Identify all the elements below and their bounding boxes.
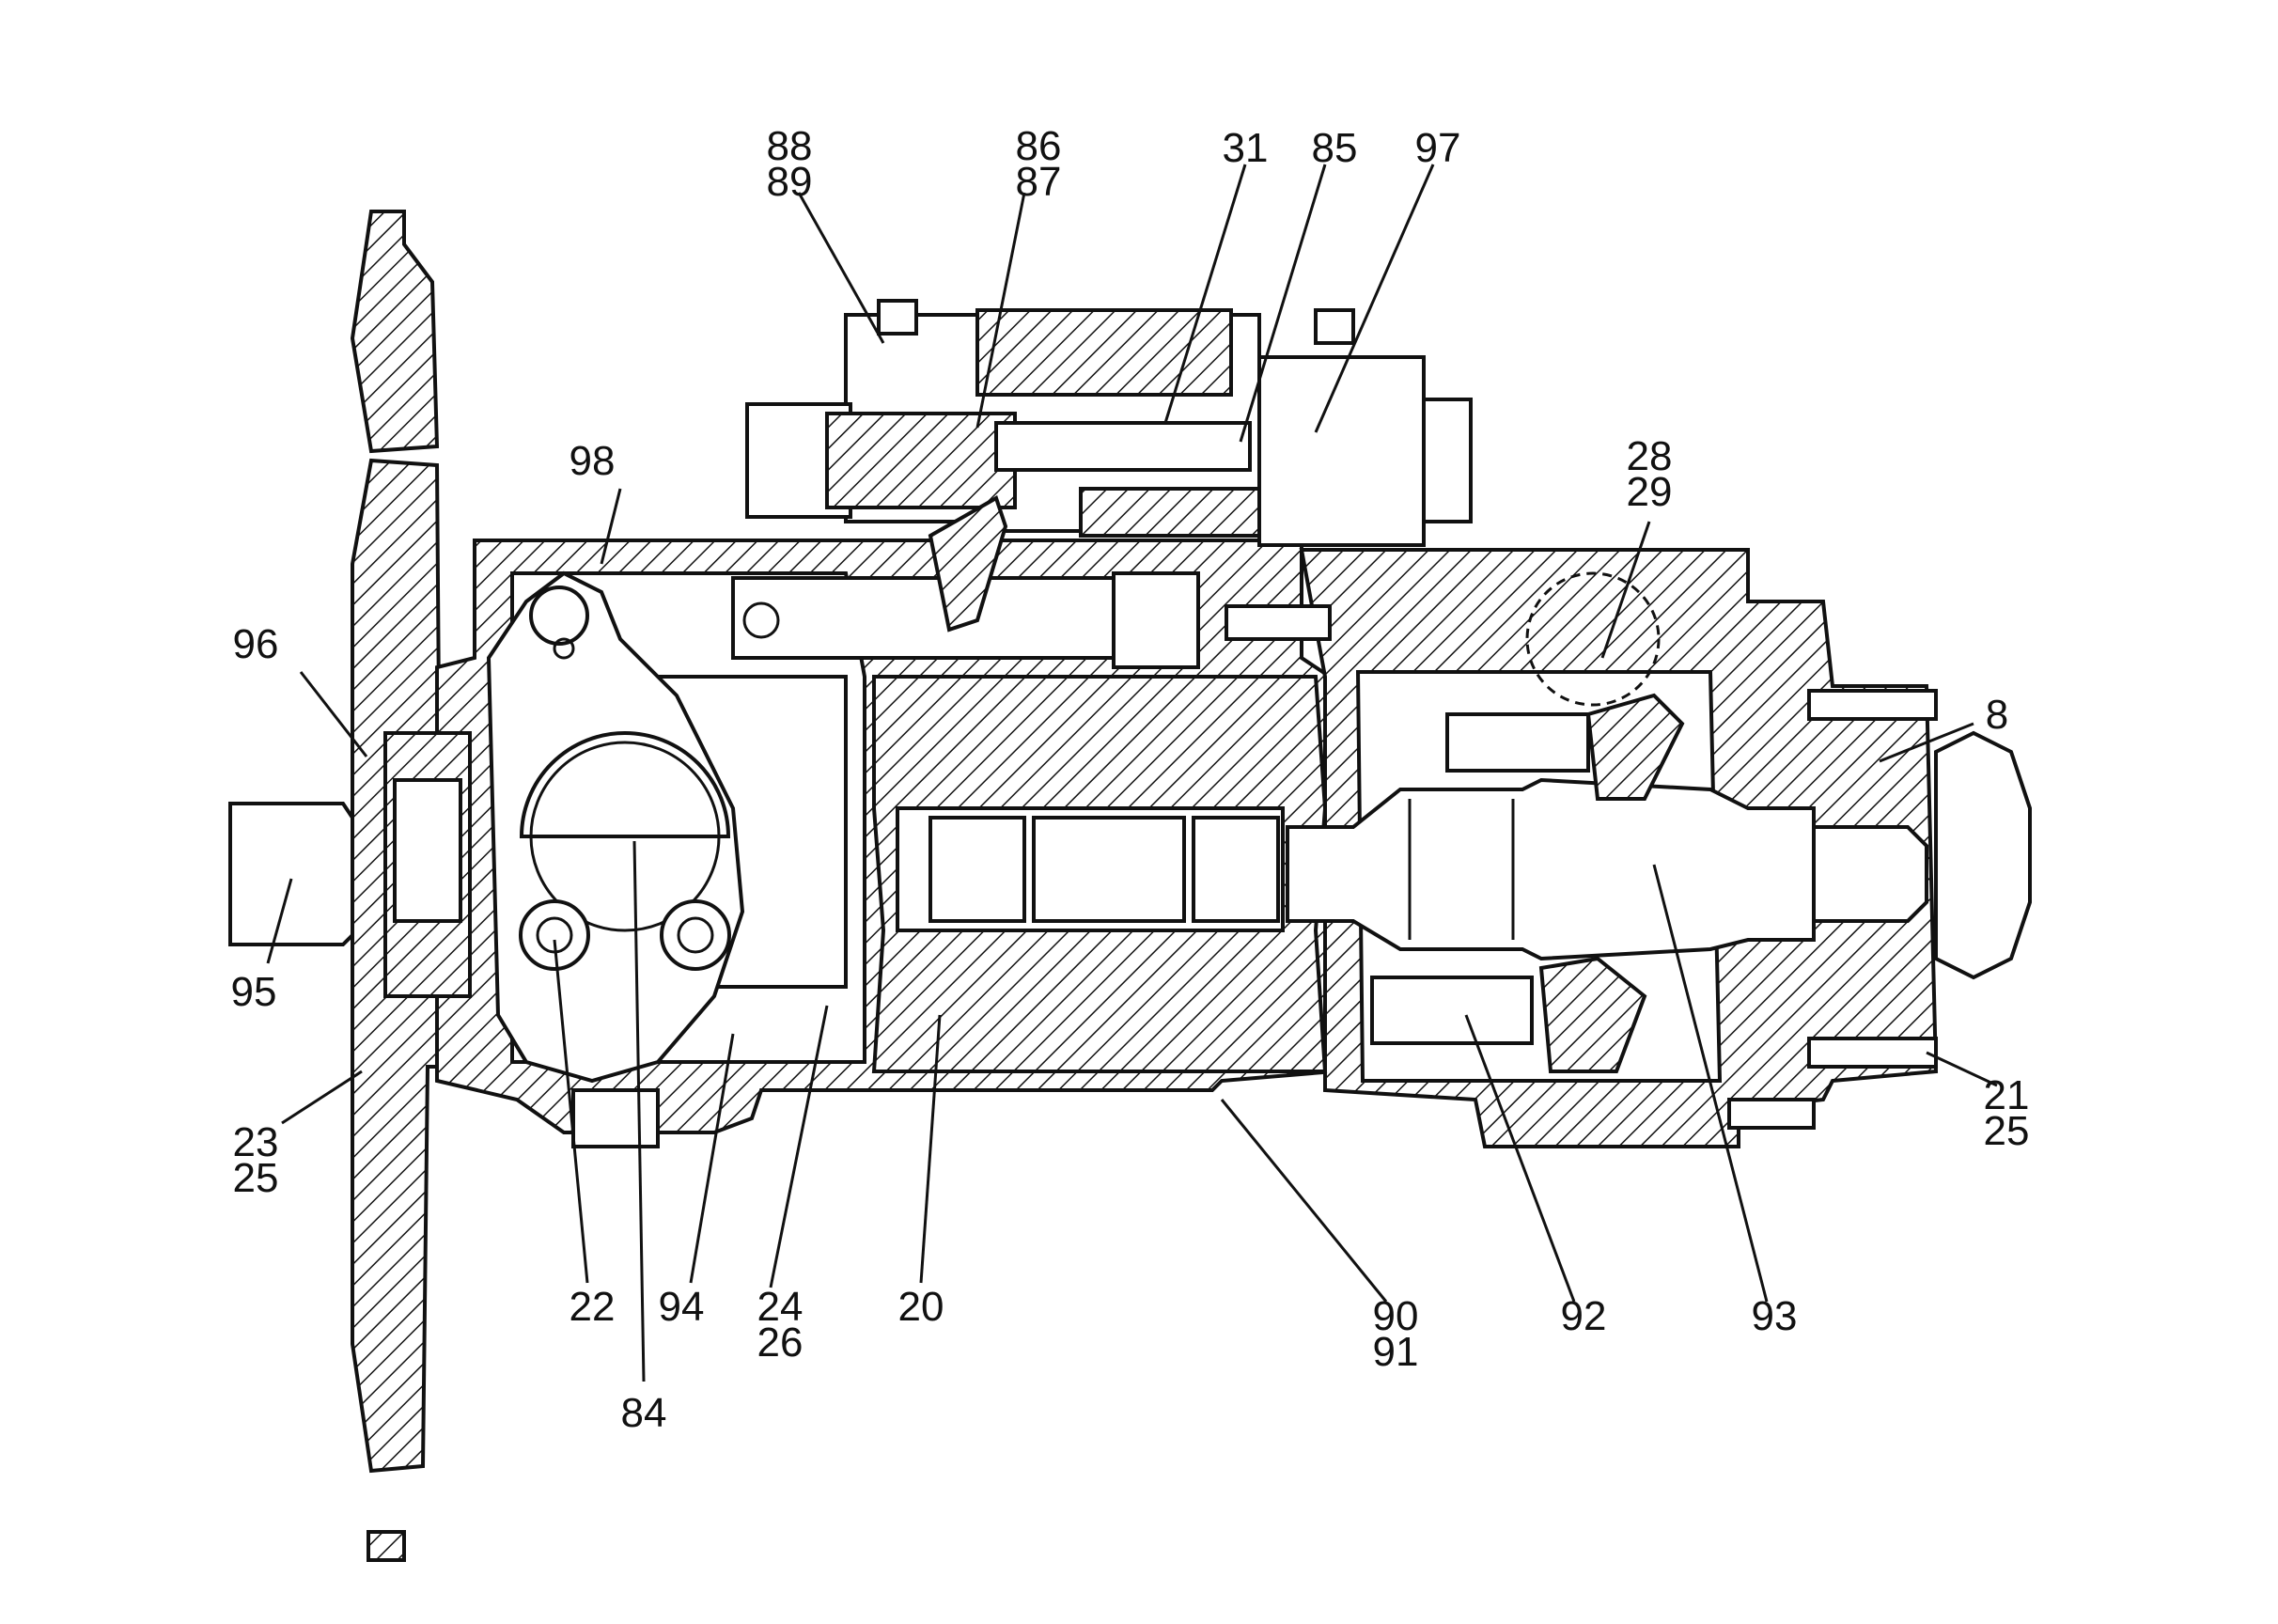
callout-95: 95 — [231, 969, 277, 1015]
servo-cylinder — [731, 571, 1332, 669]
callout-97: 97 — [1415, 125, 1461, 171]
callout-85: 85 — [1312, 125, 1358, 171]
callout-98: 98 — [570, 438, 616, 484]
callout-22: 22 — [570, 1284, 616, 1330]
pistons — [1370, 693, 1685, 1073]
callout-93: 93 — [1752, 1293, 1798, 1339]
swashplate — [486, 570, 745, 1084]
callout-94: 94 — [659, 1284, 705, 1330]
callout-92: 92 — [1561, 1293, 1607, 1339]
callout-8: 8 — [1986, 692, 2008, 738]
drive-shaft — [1286, 777, 1928, 961]
rear-bolts — [1727, 689, 1938, 1130]
callout-84: 84 — [621, 1390, 667, 1436]
solenoid — [1257, 355, 1473, 547]
cylinder-block — [871, 675, 1328, 1073]
callout-96: 96 — [233, 621, 279, 667]
callout-31: 31 — [1223, 125, 1269, 171]
input-shaft — [228, 731, 472, 998]
control-valve-block — [745, 299, 1355, 632]
leader-lines — [266, 164, 1998, 1382]
hidden-feature-circle — [1525, 571, 1661, 707]
callout-20: 20 — [898, 1284, 944, 1330]
